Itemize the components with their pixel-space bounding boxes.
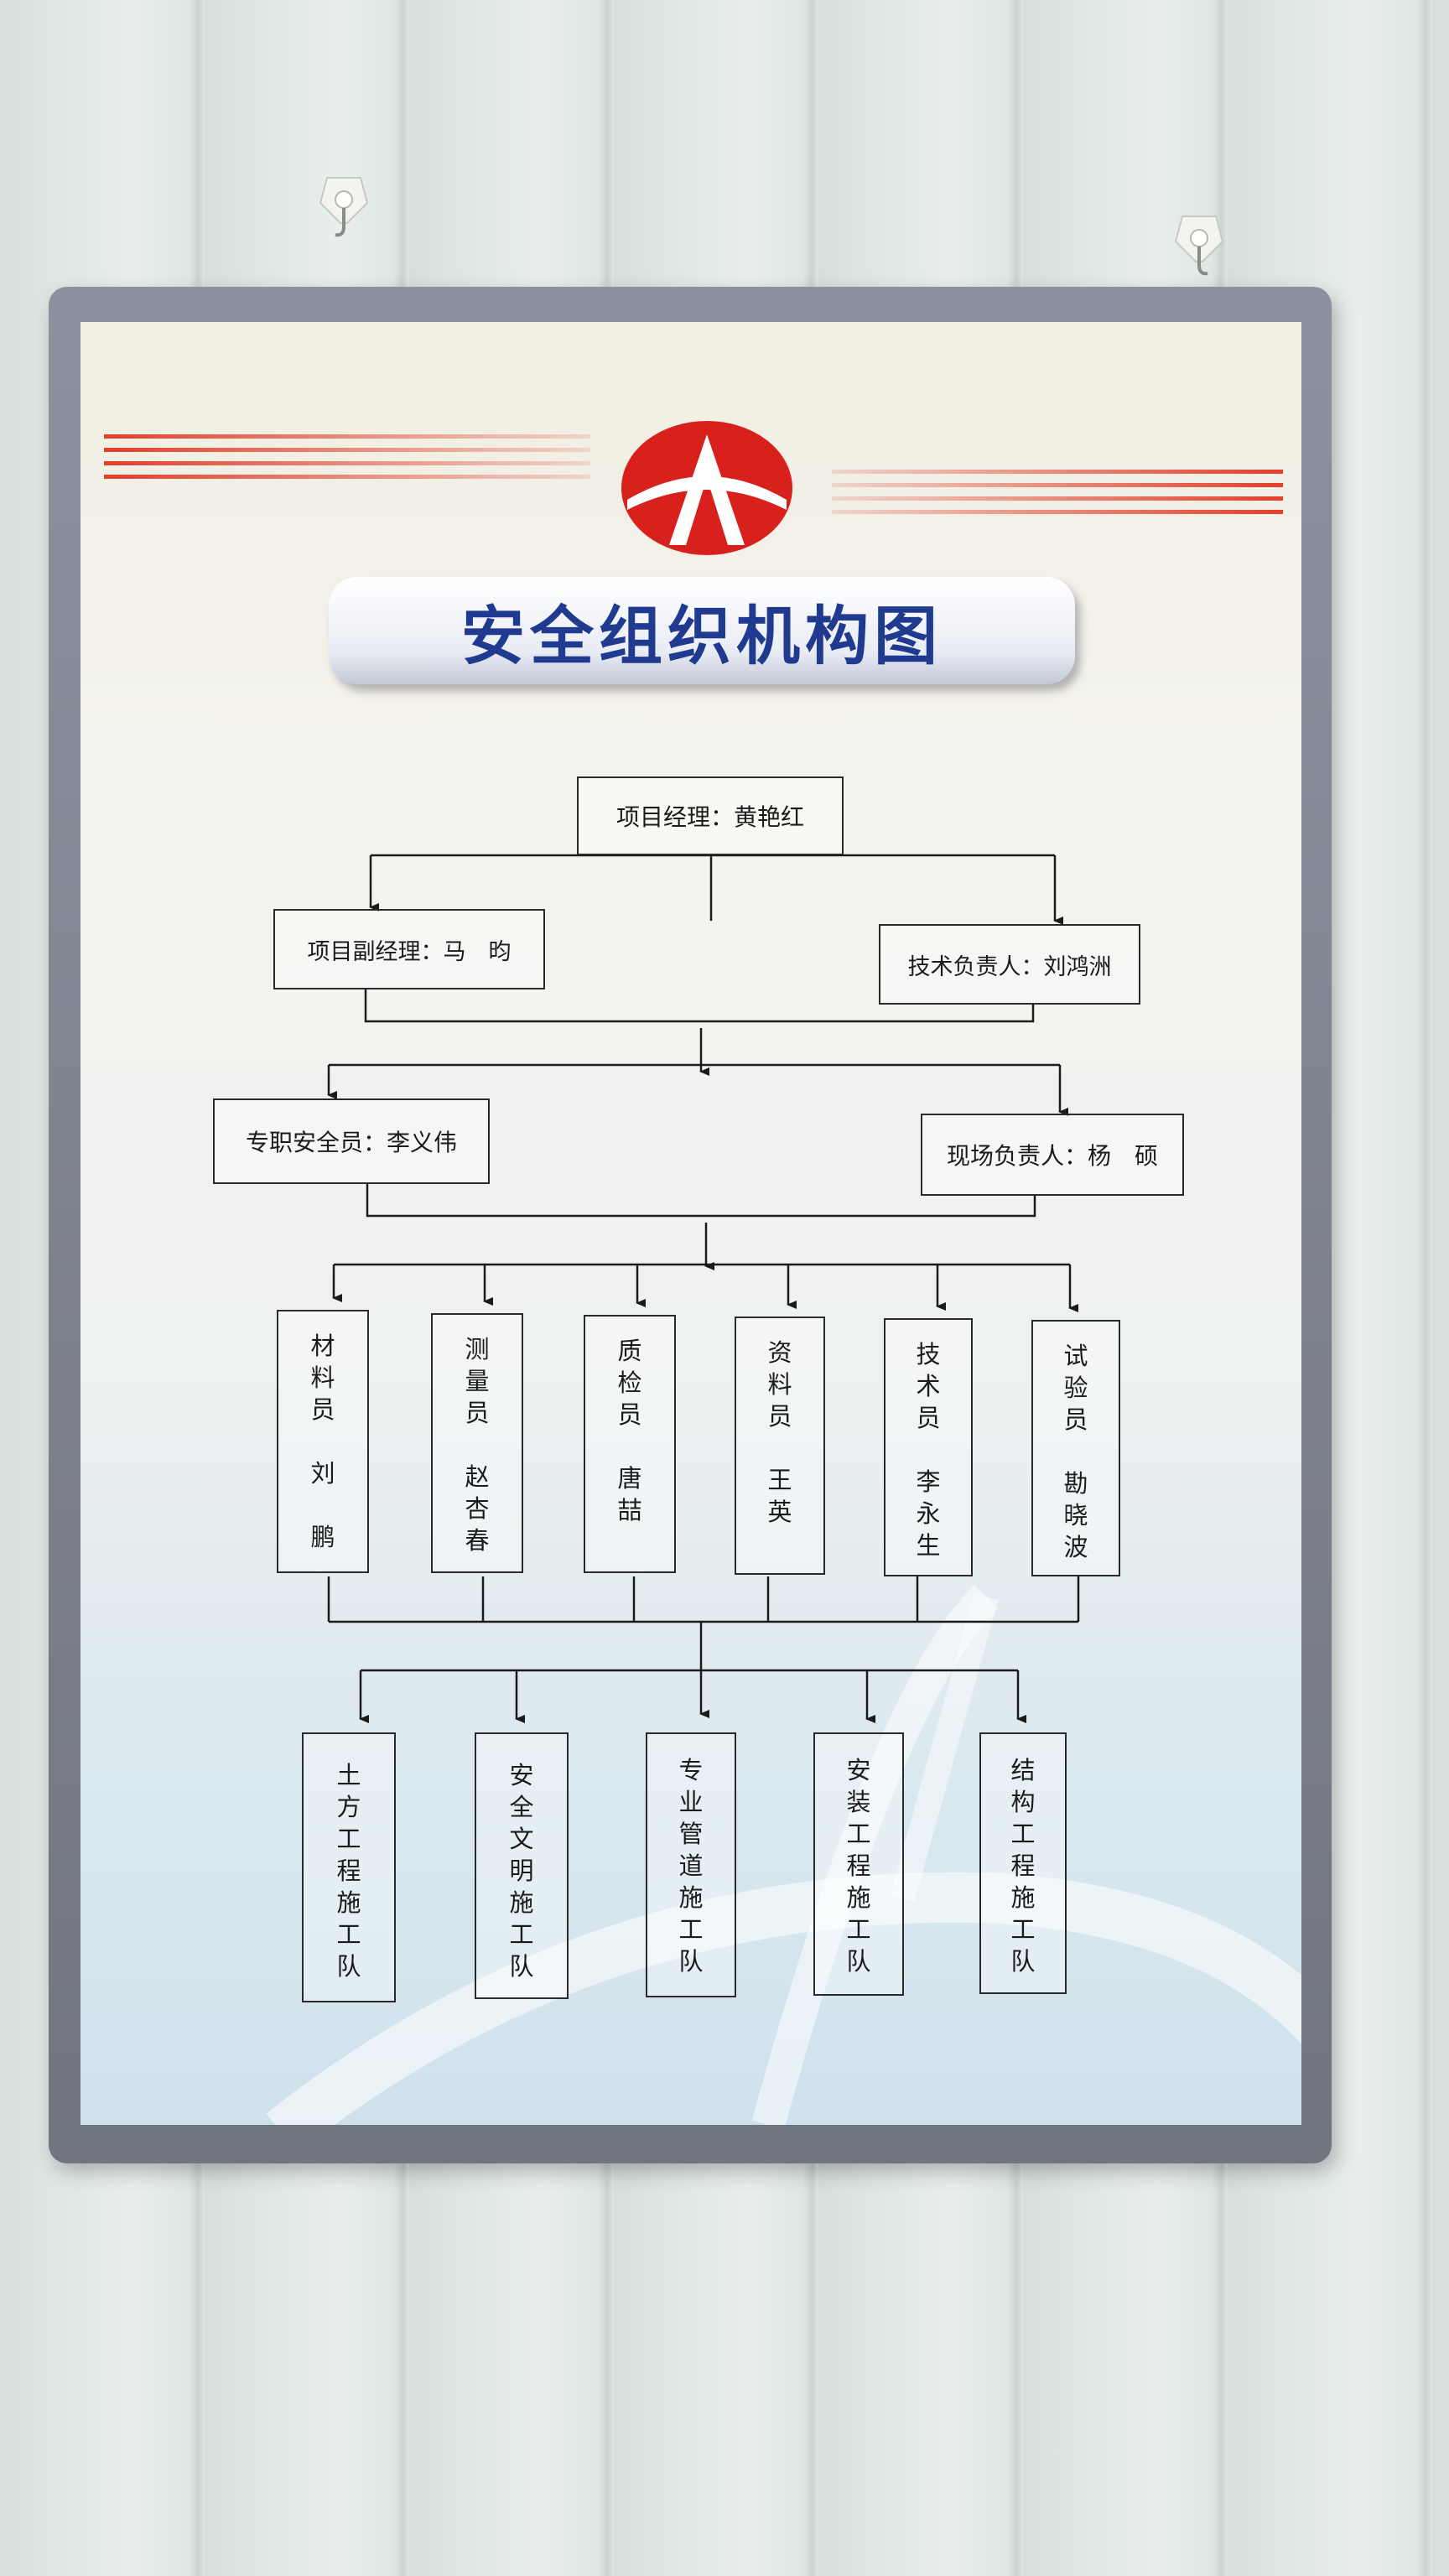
node-site-lead: 现场负责人：杨 硕 — [921, 1114, 1184, 1196]
node-project-manager: 项目经理：黄艳红 — [577, 776, 844, 855]
company-logo-icon — [621, 421, 792, 555]
team-char: 装 — [846, 1788, 871, 1816]
wall-hook-left — [319, 177, 369, 237]
background-watermark — [266, 1584, 1301, 2125]
team-char: 方 — [336, 1793, 361, 1821]
team-char: 程 — [336, 1857, 361, 1885]
staff-role-char: 量 — [465, 1367, 490, 1395]
team-char: 工 — [336, 1825, 361, 1853]
team-char: 队 — [678, 1947, 704, 1976]
team-char: 结 — [1010, 1756, 1036, 1784]
team-char: 管 — [678, 1820, 704, 1848]
team-char: 队 — [846, 1947, 871, 1976]
wall-hook-right — [1174, 216, 1224, 276]
team-char: 队 — [336, 1952, 361, 1981]
staff-name-char: 唐 — [617, 1464, 642, 1493]
staff-role-char: 测 — [465, 1335, 490, 1363]
team-char: 工 — [1010, 1820, 1036, 1848]
team-char: 队 — [509, 1952, 534, 1981]
staff-role-char: 料 — [310, 1363, 335, 1392]
staff-name-char: 赵 — [465, 1462, 490, 1491]
team-char: 施 — [509, 1888, 534, 1917]
staff-role-char: 术 — [916, 1372, 941, 1400]
team-box: 安 全 文 明 施 工 队 — [475, 1732, 569, 1999]
team-char: 施 — [336, 1888, 361, 1917]
team-char: 队 — [1010, 1947, 1036, 1976]
staff-role-char: 材 — [310, 1332, 335, 1360]
staff-name-char: 刘 — [310, 1459, 335, 1488]
staff-box: 材 料 员 刘 鹏 — [277, 1310, 369, 1573]
team-char: 工 — [846, 1820, 871, 1848]
team-char: 专 — [678, 1756, 704, 1784]
team-char: 施 — [846, 1883, 871, 1912]
staff-name-char: 鹏 — [310, 1523, 335, 1551]
staff-name-char: 王 — [767, 1466, 792, 1494]
node-safety-officer: 专职安全员：李义伟 — [213, 1098, 490, 1184]
team-char: 施 — [678, 1883, 704, 1912]
team-char: 安 — [846, 1756, 871, 1784]
node-technical-lead: 技术负责人：刘鸿洲 — [879, 924, 1140, 1005]
team-char: 安 — [509, 1761, 534, 1789]
team-char: 土 — [336, 1761, 361, 1789]
team-char: 业 — [678, 1788, 704, 1816]
team-box: 安 装 工 程 施 工 队 — [813, 1732, 904, 1996]
team-char: 文 — [509, 1825, 534, 1853]
team-char: 全 — [509, 1793, 534, 1821]
staff-role-char: 员 — [617, 1400, 642, 1429]
staff-role-char: 员 — [1063, 1405, 1088, 1434]
staff-box: 质 检 员 唐 喆 — [584, 1315, 676, 1573]
staff-name-char: 杏 — [465, 1494, 490, 1523]
staff-role-char: 料 — [767, 1370, 792, 1399]
team-box: 结 构 工 程 施 工 队 — [979, 1732, 1067, 1994]
staff-role-char: 验 — [1063, 1374, 1088, 1402]
team-char: 程 — [846, 1852, 871, 1880]
title-banner — [329, 577, 1075, 684]
team-char: 程 — [1010, 1852, 1036, 1880]
team-char: 工 — [509, 1920, 534, 1949]
staff-name-char: 李 — [916, 1467, 941, 1496]
staff-name-char: 勘 — [1063, 1469, 1088, 1498]
staff-name-char: 英 — [767, 1498, 792, 1526]
team-char: 施 — [1010, 1883, 1036, 1912]
team-char: 工 — [678, 1915, 704, 1944]
team-char: 工 — [846, 1915, 871, 1944]
staff-role-char: 员 — [310, 1395, 335, 1424]
staff-name-char: 晓 — [1063, 1501, 1088, 1530]
chart-title: 安全组织机构图 — [461, 599, 943, 673]
staff-role-char: 质 — [617, 1337, 642, 1365]
staff-box: 资 料 员 王 英 — [735, 1317, 825, 1575]
node-deputy-manager: 项目副经理：马 昀 — [273, 909, 545, 989]
team-char: 道 — [678, 1852, 704, 1880]
team-char: 工 — [1010, 1915, 1036, 1944]
staff-name-char: 生 — [916, 1531, 941, 1560]
team-char: 工 — [336, 1920, 361, 1949]
team-char: 明 — [509, 1857, 534, 1885]
staff-name-char: 波 — [1063, 1533, 1088, 1561]
staff-role-char: 员 — [465, 1399, 490, 1427]
staff-role-char: 检 — [617, 1368, 642, 1397]
staff-role-char: 资 — [767, 1338, 792, 1367]
team-box: 土 方 工 程 施 工 队 — [302, 1732, 396, 2002]
staff-name-char: 春 — [465, 1526, 490, 1555]
team-char: 构 — [1010, 1788, 1036, 1816]
staff-role-char: 员 — [916, 1404, 941, 1432]
staff-box: 试 验 员 勘 晓 波 — [1031, 1320, 1120, 1576]
staff-role-char: 员 — [767, 1402, 792, 1431]
staff-role-char: 技 — [916, 1340, 941, 1368]
staff-name-char: 永 — [916, 1499, 941, 1528]
staff-name-char: 喆 — [617, 1496, 642, 1524]
staff-box: 测 量 员 赵 杏 春 — [431, 1313, 523, 1573]
staff-role-char: 试 — [1063, 1342, 1088, 1370]
staff-box: 技 术 员 李 永 生 — [884, 1318, 973, 1576]
team-box: 专 业 管 道 施 工 队 — [646, 1732, 736, 1997]
